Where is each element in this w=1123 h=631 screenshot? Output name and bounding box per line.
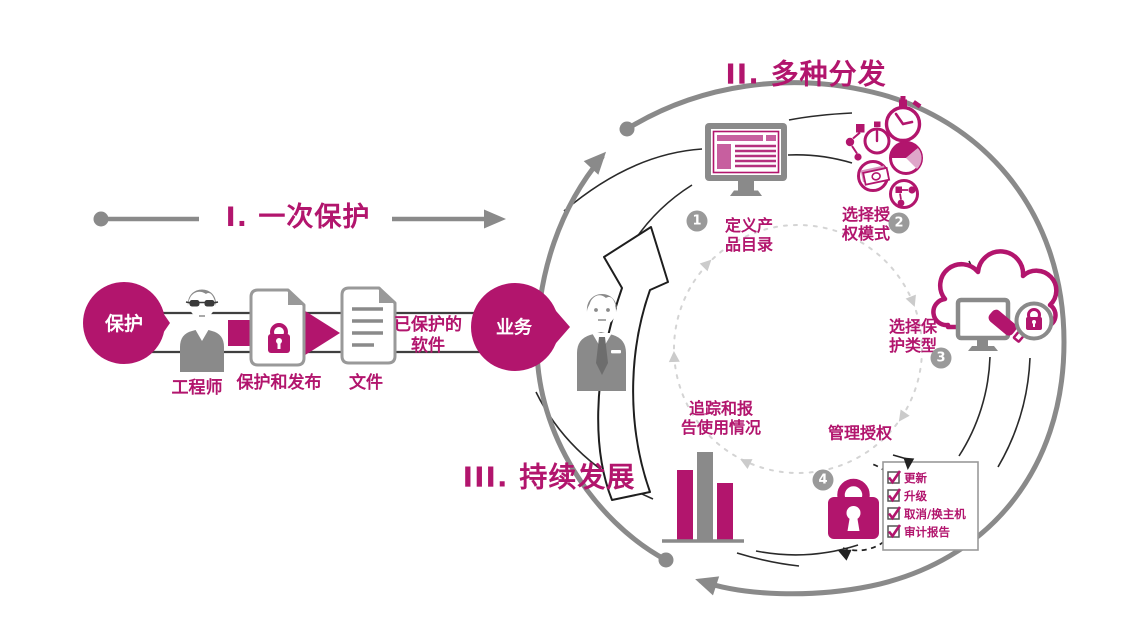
file-label: 文件 — [349, 372, 383, 393]
protect-publish-label: 保护和发布 — [236, 372, 322, 393]
checklist-item: 更新 — [904, 471, 927, 485]
lock-icon — [268, 323, 290, 353]
file-icon — [340, 286, 397, 365]
inner-dashed-cycle — [668, 224, 923, 474]
step-3-badge: 3 — [930, 347, 952, 369]
cycle-arrowhead — [583, 151, 607, 175]
money-icon — [857, 160, 891, 192]
phase3-title: III. 持续发展 — [462, 460, 636, 494]
checklist-item: 审计报告 — [904, 525, 950, 539]
cycle-arrowhead — [695, 576, 720, 596]
step-3-label: 选择保 护类型 — [888, 317, 938, 355]
cloud-protection-icon — [931, 249, 1059, 351]
document-lock-icon — [249, 288, 306, 367]
protect-node — [83, 282, 170, 364]
phase1-title: I. 一次保护 — [225, 202, 371, 234]
sunglasses-icon — [185, 300, 219, 307]
manage-licenses-lock — [828, 463, 903, 561]
checklist-item: 升级 — [904, 489, 927, 503]
license-models-icons — [845, 96, 923, 209]
manage-checklist-box — [882, 454, 979, 551]
step-4-badge: 4 — [812, 469, 834, 491]
step-4-label: 管理授权 — [827, 423, 893, 443]
engineer-icon — [180, 288, 224, 372]
step-1-label: 定义产 品目录 — [724, 216, 774, 254]
engineer-label: 工程师 — [171, 377, 223, 398]
stopwatch-icon — [884, 96, 922, 143]
timed-nodes-icon — [845, 121, 891, 161]
protect-node-label: 保护 — [104, 312, 144, 335]
phase2-title: II. 多种分发 — [725, 57, 887, 91]
protected-software-label: 已保护的 软件 — [394, 315, 462, 356]
pie-chart-icon — [889, 141, 923, 175]
product-catalog-monitor-icon — [705, 123, 787, 196]
step-1-badge: 1 — [686, 210, 708, 232]
lock-badge-icon — [1014, 301, 1054, 341]
network-nodes-icon — [889, 179, 919, 209]
big-curved-arrow — [597, 226, 669, 501]
business-node — [471, 283, 570, 371]
usage-bar-chart-icon — [662, 452, 744, 543]
cycle-start-dot — [619, 121, 635, 137]
checklist-item: 取消/换主机 — [904, 507, 966, 521]
checklist-checkboxes — [887, 470, 902, 539]
phase1-title-line — [93, 209, 506, 229]
step-2-badge: 2 — [888, 212, 910, 234]
step-2-label: 选择授 权模式 — [841, 205, 891, 243]
track-report-label: 追踪和报 告使用情况 — [680, 399, 762, 437]
cycle-start-dot — [658, 552, 674, 568]
businessman-icon — [577, 294, 626, 391]
business-node-label: 业务 — [496, 317, 532, 339]
